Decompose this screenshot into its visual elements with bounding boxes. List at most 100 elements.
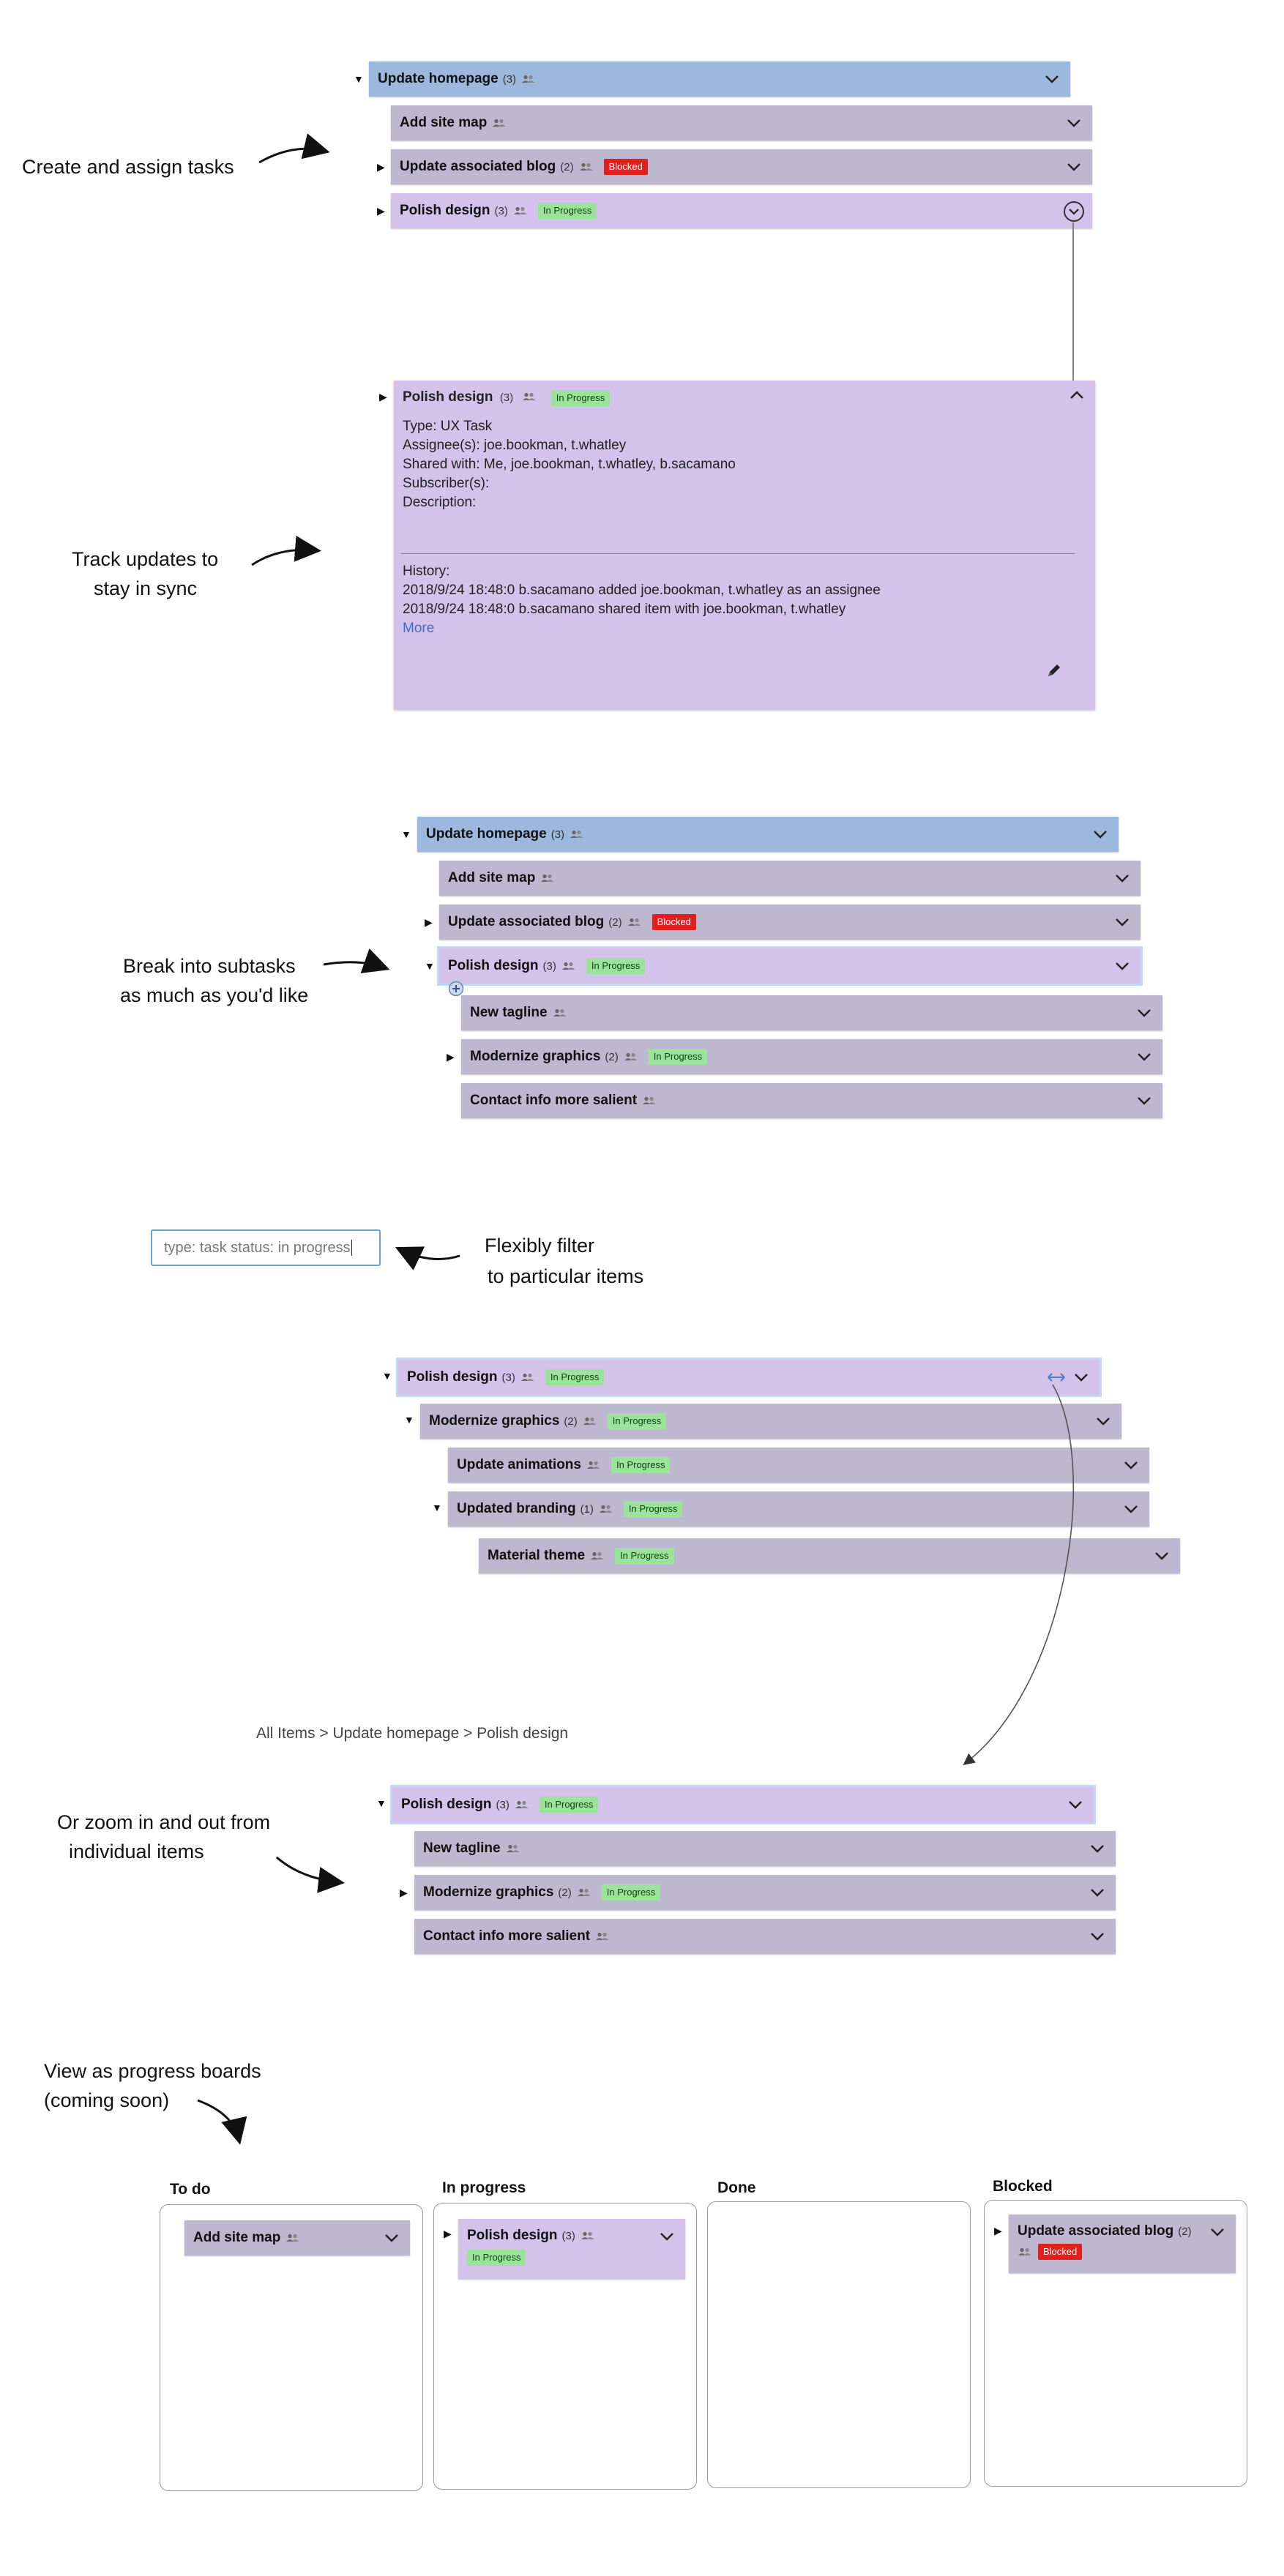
more-link[interactable]: More bbox=[403, 621, 435, 636]
expand-triangle-icon[interactable]: ▼ bbox=[401, 828, 411, 840]
expand-triangle-icon[interactable]: ▶ bbox=[425, 916, 433, 928]
people-icon[interactable] bbox=[1018, 2247, 1032, 2256]
people-icon[interactable] bbox=[570, 830, 584, 839]
task-count: (3) bbox=[542, 959, 556, 973]
expand-triangle-icon[interactable]: ▶ bbox=[379, 391, 387, 402]
people-icon[interactable] bbox=[561, 962, 576, 970]
people-icon[interactable] bbox=[624, 1052, 638, 1061]
task-polish-design[interactable]: Polish design (3) In Progress bbox=[437, 946, 1143, 986]
chevron-down-icon[interactable] bbox=[1089, 1885, 1105, 1900]
task-update-associated-blog[interactable]: Update associated blog (2) Blocked bbox=[391, 149, 1092, 184]
chevron-down-icon[interactable] bbox=[1044, 72, 1060, 86]
people-icon[interactable] bbox=[590, 1551, 605, 1560]
people-icon[interactable] bbox=[581, 2231, 595, 2240]
board-column-done[interactable] bbox=[707, 2201, 971, 2488]
arrow-subtasks bbox=[323, 948, 390, 973]
task-update-animations[interactable]: Update animations In Progress bbox=[448, 1448, 1149, 1483]
task-polish-design[interactable]: Polish design (3) In Progress bbox=[396, 1358, 1102, 1397]
chevron-down-icon[interactable] bbox=[1123, 1458, 1139, 1472]
people-icon[interactable] bbox=[521, 75, 536, 83]
task-modernize-graphics[interactable]: Modernize graphics (2) In Progress bbox=[420, 1404, 1121, 1439]
task-add-site-map[interactable]: Add site map bbox=[391, 105, 1092, 141]
chevron-down-icon[interactable] bbox=[1066, 116, 1082, 130]
chevron-down-icon[interactable] bbox=[659, 2229, 675, 2244]
chevron-down-icon[interactable] bbox=[1136, 1049, 1152, 1064]
expand-triangle-icon[interactable]: ▼ bbox=[382, 1370, 392, 1382]
people-icon[interactable] bbox=[553, 1008, 567, 1017]
expand-triangle-icon[interactable]: ▶ bbox=[444, 2228, 452, 2239]
task-new-tagline[interactable]: New tagline bbox=[414, 1831, 1116, 1866]
task-update-homepage[interactable]: Update homepage (3) bbox=[417, 817, 1119, 852]
people-icon[interactable] bbox=[285, 2234, 300, 2242]
task-polish-design[interactable]: Polish design (3) In Progress bbox=[390, 1785, 1096, 1824]
chevron-down-icon[interactable] bbox=[1095, 1414, 1111, 1429]
chevron-down-icon[interactable] bbox=[1114, 915, 1130, 929]
pencil-icon[interactable] bbox=[1045, 662, 1063, 679]
chevron-down-icon[interactable] bbox=[1089, 1841, 1105, 1856]
task-new-tagline[interactable]: New tagline bbox=[461, 995, 1162, 1030]
task-add-site-map[interactable]: Add site map bbox=[439, 861, 1141, 896]
board-card-polish-design[interactable]: Polish design (3) In Progress bbox=[458, 2219, 685, 2279]
chevron-down-circled-icon[interactable] bbox=[1063, 201, 1085, 222]
expand-triangle-icon[interactable]: ▼ bbox=[432, 1502, 442, 1513]
people-icon[interactable] bbox=[579, 162, 594, 171]
chevron-down-icon[interactable] bbox=[384, 2231, 400, 2245]
zoom-arrows-icon[interactable] bbox=[1047, 1371, 1066, 1383]
people-icon[interactable] bbox=[577, 1888, 591, 1897]
plus-icon[interactable] bbox=[448, 981, 464, 997]
people-icon[interactable] bbox=[540, 874, 555, 883]
expand-triangle-icon[interactable]: ▼ bbox=[404, 1414, 414, 1426]
people-icon[interactable] bbox=[586, 1461, 601, 1469]
task-title: Modernize graphics bbox=[470, 1049, 601, 1064]
people-icon[interactable] bbox=[627, 918, 642, 926]
breadcrumb[interactable]: All Items > Update homepage > Polish des… bbox=[256, 1725, 569, 1742]
people-icon[interactable] bbox=[506, 1844, 520, 1853]
task-update-homepage[interactable]: Update homepage (3) bbox=[369, 61, 1070, 97]
expand-triangle-icon[interactable]: ▶ bbox=[994, 2225, 1002, 2236]
expand-triangle-icon[interactable]: ▶ bbox=[377, 161, 385, 173]
task-contact-info[interactable]: Contact info more salient bbox=[414, 1919, 1116, 1954]
task-updated-branding[interactable]: Updated branding (1) In Progress bbox=[448, 1491, 1149, 1527]
task-modernize-graphics[interactable]: Modernize graphics (2) In Progress bbox=[461, 1039, 1162, 1074]
chevron-down-icon[interactable] bbox=[1114, 959, 1130, 973]
chevron-down-icon[interactable] bbox=[1154, 1549, 1170, 1563]
chevron-down-icon[interactable] bbox=[1209, 2225, 1225, 2239]
people-icon[interactable] bbox=[515, 1800, 529, 1809]
expand-triangle-icon[interactable]: ▶ bbox=[400, 1887, 408, 1898]
task-material-theme[interactable]: Material theme In Progress bbox=[479, 1538, 1180, 1573]
chevron-down-icon[interactable] bbox=[1092, 827, 1108, 842]
chevron-down-icon[interactable] bbox=[1114, 871, 1130, 886]
chevron-down-icon[interactable] bbox=[1066, 160, 1082, 174]
task-title: Modernize graphics bbox=[423, 1884, 554, 1900]
board-card-add-site-map[interactable]: Add site map bbox=[184, 2220, 410, 2255]
people-icon[interactable] bbox=[583, 1417, 597, 1426]
chevron-down-icon[interactable] bbox=[1123, 1502, 1139, 1516]
chevron-down-icon[interactable] bbox=[1067, 1797, 1083, 1812]
people-icon[interactable] bbox=[599, 1505, 613, 1513]
task-count: (3) bbox=[502, 72, 517, 86]
people-icon[interactable] bbox=[595, 1932, 610, 1941]
people-icon[interactable] bbox=[520, 1373, 535, 1382]
chevron-down-icon[interactable] bbox=[1136, 1006, 1152, 1020]
chevron-down-icon[interactable] bbox=[1136, 1093, 1152, 1108]
expand-triangle-icon[interactable]: ▼ bbox=[376, 1797, 387, 1809]
expand-triangle-icon[interactable]: ▼ bbox=[354, 73, 364, 85]
expand-triangle-icon[interactable]: ▼ bbox=[425, 960, 435, 972]
board-card-update-associated-blog[interactable]: Update associated blog (2) Blocked bbox=[1009, 2214, 1236, 2273]
task-detail-panel: Polish design (3) In Progress Type: UX T… bbox=[394, 381, 1095, 710]
task-update-associated-blog[interactable]: Update associated blog (2) Blocked bbox=[439, 905, 1141, 940]
task-contact-info[interactable]: Contact info more salient bbox=[461, 1083, 1162, 1118]
filter-input[interactable]: type: task status: in progress bbox=[151, 1229, 381, 1266]
people-icon[interactable] bbox=[522, 392, 537, 401]
chevron-up-icon[interactable] bbox=[1069, 388, 1085, 402]
people-icon[interactable] bbox=[513, 206, 528, 215]
task-modernize-graphics[interactable]: Modernize graphics (2) In Progress bbox=[414, 1875, 1116, 1910]
chevron-down-icon[interactable] bbox=[1089, 1929, 1105, 1944]
people-icon[interactable] bbox=[492, 119, 507, 127]
task-polish-design[interactable]: Polish design (3) In Progress bbox=[391, 193, 1092, 228]
annotation-zoom-1: Or zoom in and out from bbox=[57, 1811, 271, 1833]
expand-triangle-icon[interactable]: ▶ bbox=[377, 205, 385, 217]
people-icon[interactable] bbox=[642, 1096, 657, 1105]
expand-triangle-icon[interactable]: ▶ bbox=[447, 1051, 455, 1063]
chevron-down-icon[interactable] bbox=[1073, 1370, 1089, 1385]
